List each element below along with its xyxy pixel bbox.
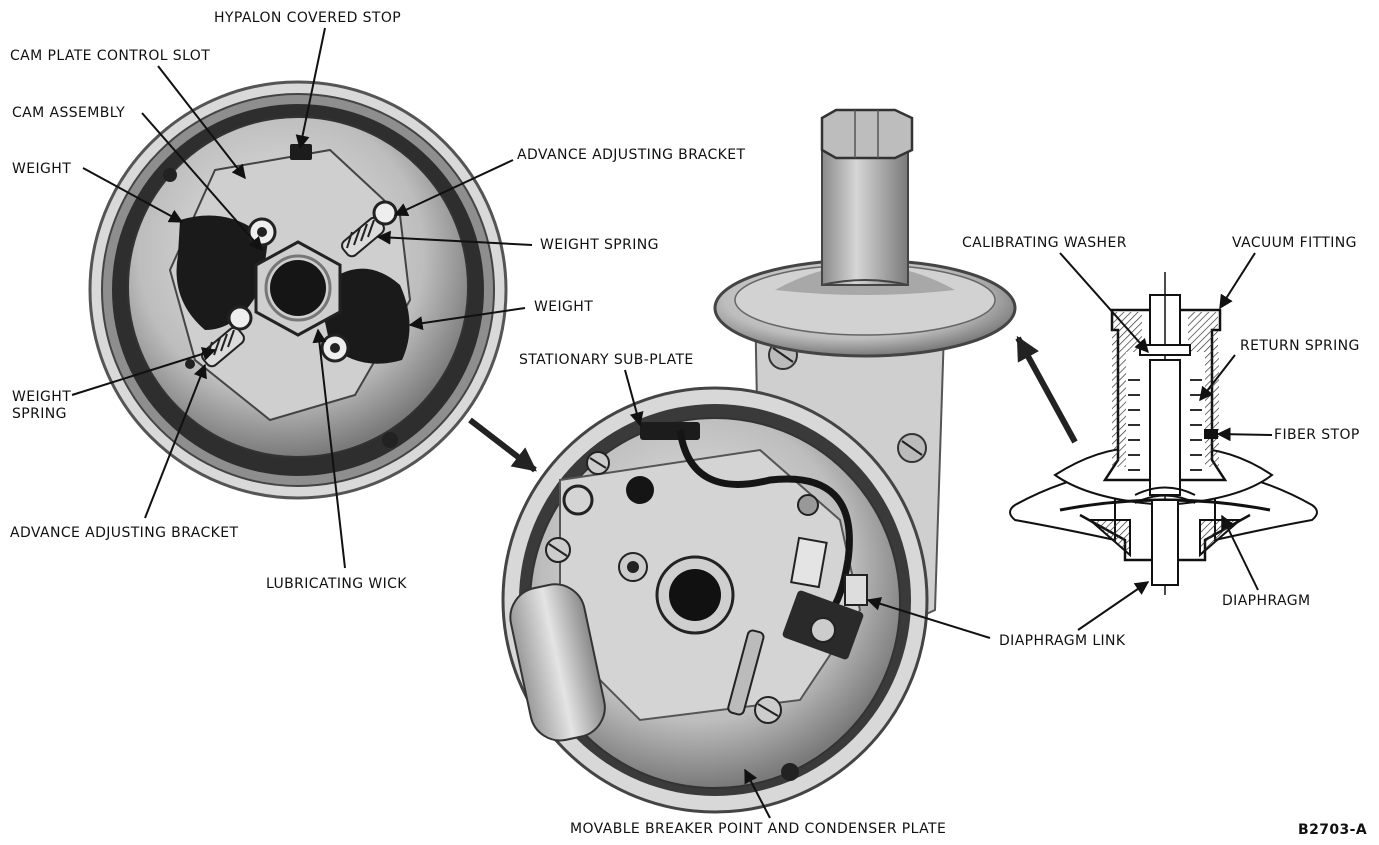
label-weight-spring-left-line2: SPRING [12, 406, 67, 422]
breaker-point-arm [727, 629, 765, 716]
condenser [509, 583, 606, 742]
weight-spring-upper [341, 216, 385, 258]
label-diaphragm-link: DIAPHRAGM LINK [999, 633, 1126, 649]
label-stationary-sub-plate: STATIONARY SUB-PLATE [519, 352, 694, 368]
label-return-spring: RETURN SPRING [1240, 338, 1360, 354]
label-weight-top: WEIGHT [12, 161, 72, 177]
label-cam-plate-control-slot: CAM PLATE CONTROL SLOT [10, 48, 211, 64]
return-spring [1128, 379, 1202, 471]
fiber-stop [1204, 429, 1218, 439]
label-advance-adjusting-bracket-bottom: ADVANCE ADJUSTING BRACKET [10, 525, 239, 541]
diaphragm-link-rod [1151, 499, 1179, 586]
label-cam-assembly: CAM ASSEMBLY [12, 105, 126, 121]
view-transition-arrow [468, 417, 537, 473]
diaphragm-link [844, 574, 868, 606]
label-vacuum-fitting: VACUUM FITTING [1232, 235, 1357, 251]
figure-id: B2703-A [1298, 822, 1368, 838]
vacuum-fitting-nut [820, 108, 914, 160]
advance-mechanism-view [88, 80, 508, 500]
label-weight-right: WEIGHT [534, 299, 594, 315]
label-lubricating-wick: LUBRICATING WICK [266, 576, 407, 592]
label-calibrating-washer: CALIBRATING WASHER [962, 235, 1127, 251]
label-fiber-stop: FIBER STOP [1274, 427, 1360, 443]
label-diaphragm: DIAPHRAGM [1222, 593, 1311, 609]
label-hypalon-covered-stop: HYPALON COVERED STOP [214, 10, 402, 26]
label-weight-spring-left-line1: WEIGHT [12, 389, 72, 405]
detail-arrow [1015, 335, 1078, 444]
breaker-plate-view [501, 108, 1017, 814]
vacuum-unit-cross-section [1009, 272, 1318, 595]
label-weight-spring-left: WEIGHT SPRING [12, 389, 71, 423]
label-weight-spring-right: WEIGHT SPRING [540, 237, 659, 253]
label-movable-breaker-plate: MOVABLE BREAKER POINT AND CONDENSER PLAT… [570, 821, 947, 837]
lubricating-wick [270, 260, 326, 316]
vacuum-stem [821, 139, 909, 286]
label-advance-adjusting-bracket-top: ADVANCE ADJUSTING BRACKET [517, 147, 746, 163]
leader-lines [71, 27, 1273, 819]
weight-left [176, 215, 268, 330]
